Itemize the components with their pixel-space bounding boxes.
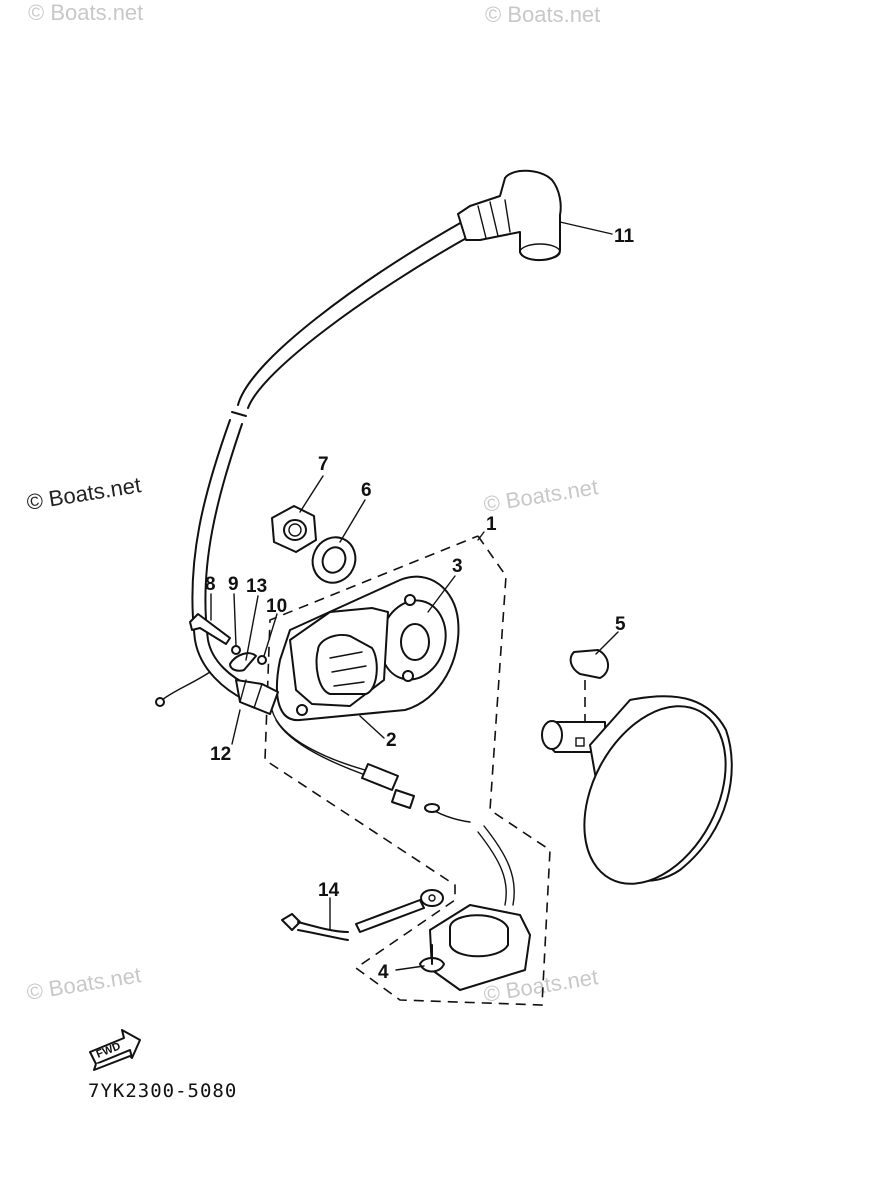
watermark-mid-left: © Boats.net (25, 472, 143, 515)
callout-7: 7 (318, 454, 329, 475)
woodruff-key (569, 649, 609, 679)
nut (271, 505, 317, 553)
callout-9: 9 (228, 574, 239, 595)
leader-lines (210, 221, 619, 971)
flywheel (541, 695, 733, 885)
callout-2: 2 (386, 730, 397, 751)
mounting-hardware (189, 613, 267, 672)
high-tension-cord (191, 221, 471, 701)
fwd-arrow-icon: FWD (89, 1029, 141, 1071)
ground-lead (281, 889, 444, 941)
callout-4: 4 (378, 962, 389, 983)
watermark-top-right: © Boats.net (485, 2, 600, 27)
callout-8: 8 (205, 574, 216, 595)
spark-plug-cap (457, 169, 562, 261)
cdi-unit (419, 904, 531, 991)
diagram-code: 7YK2300-5080 (88, 1080, 237, 1102)
callout-13: 13 (246, 576, 267, 597)
washer (311, 536, 357, 584)
callout-12: 12 (210, 744, 231, 765)
callout-14: 14 (318, 880, 340, 901)
callout-3: 3 (452, 556, 463, 577)
cord-grommet (235, 679, 279, 715)
watermark-top-left: © Boats.net (28, 0, 143, 25)
callout-1: 1 (486, 514, 497, 535)
callout-5: 5 (615, 614, 626, 635)
callout-11: 11 (614, 226, 635, 247)
watermark-bottom-left: © Boats.net (25, 962, 143, 1005)
watermark-mid-right: © Boats.net (482, 474, 600, 517)
callout-6: 6 (361, 480, 372, 501)
lead-wires (155, 671, 515, 906)
callout-10: 10 (266, 596, 287, 617)
ignition-coil (289, 607, 389, 716)
assembly-outline (264, 535, 551, 1006)
